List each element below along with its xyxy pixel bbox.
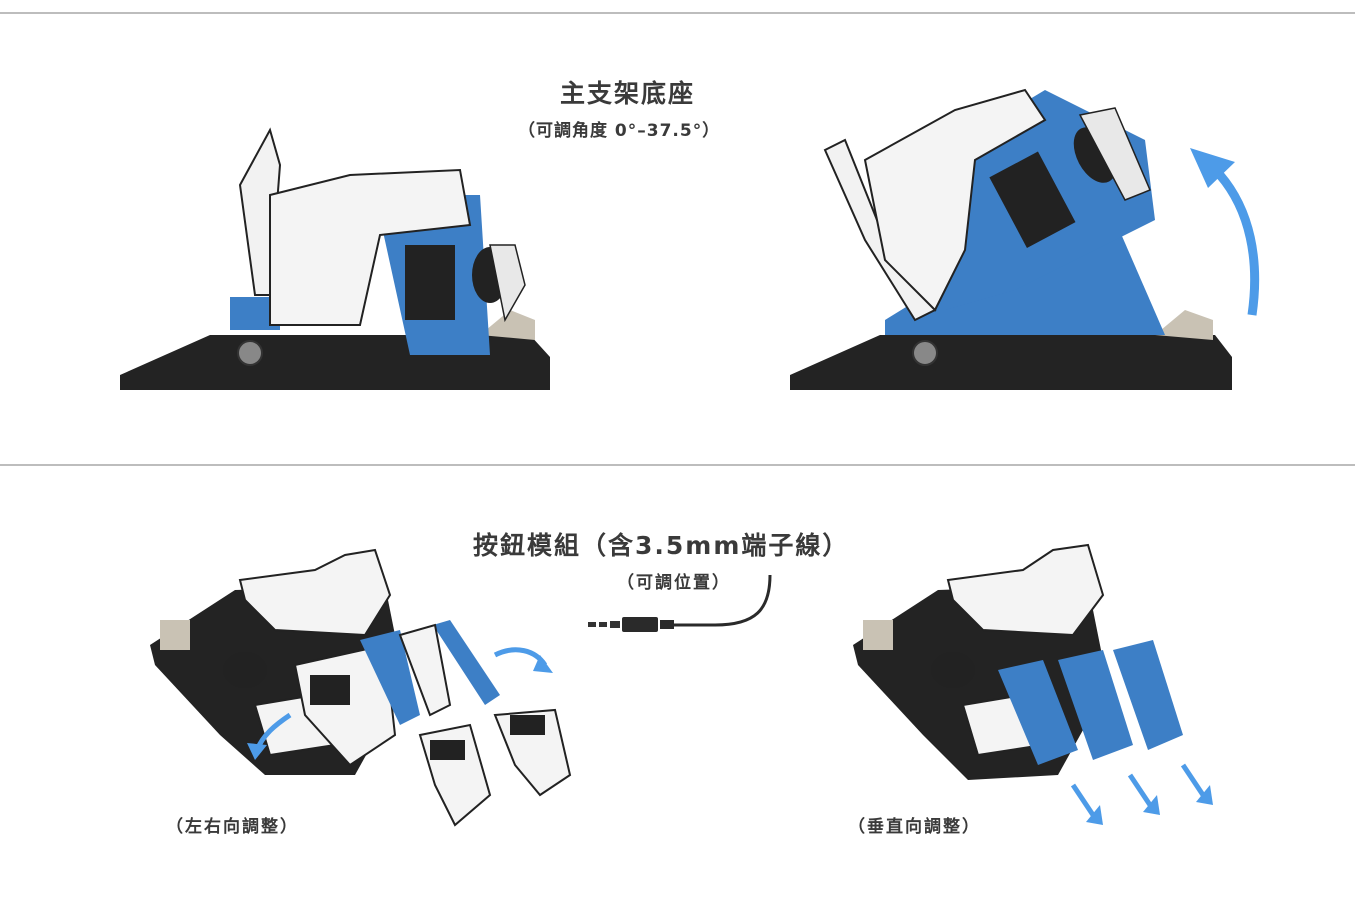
- button-module-vertical-illustration: [853, 543, 1213, 825]
- top-divider: [0, 12, 1355, 14]
- button-module-horizontal-illustration: [150, 548, 572, 827]
- button-section-subtitle: （可調位置）: [617, 573, 731, 593]
- button-section-title: 按鈕模組（含3.5mm端子線）: [473, 531, 850, 560]
- base-flat-illustration: [120, 127, 550, 390]
- audio-cable-icon: [588, 574, 772, 632]
- horizontal-adjust-caption: （左右向調整）: [166, 817, 299, 837]
- middle-divider: [0, 464, 1355, 466]
- vertical-adjust-caption: （垂直向調整）: [848, 817, 981, 837]
- base-section-subtitle: （可調角度 0°–37.5°）: [518, 121, 721, 141]
- base-tilted-illustration: [790, 88, 1232, 390]
- base-section-title: 主支架底座: [560, 79, 696, 108]
- tilt-arrow-icon: [1190, 148, 1260, 316]
